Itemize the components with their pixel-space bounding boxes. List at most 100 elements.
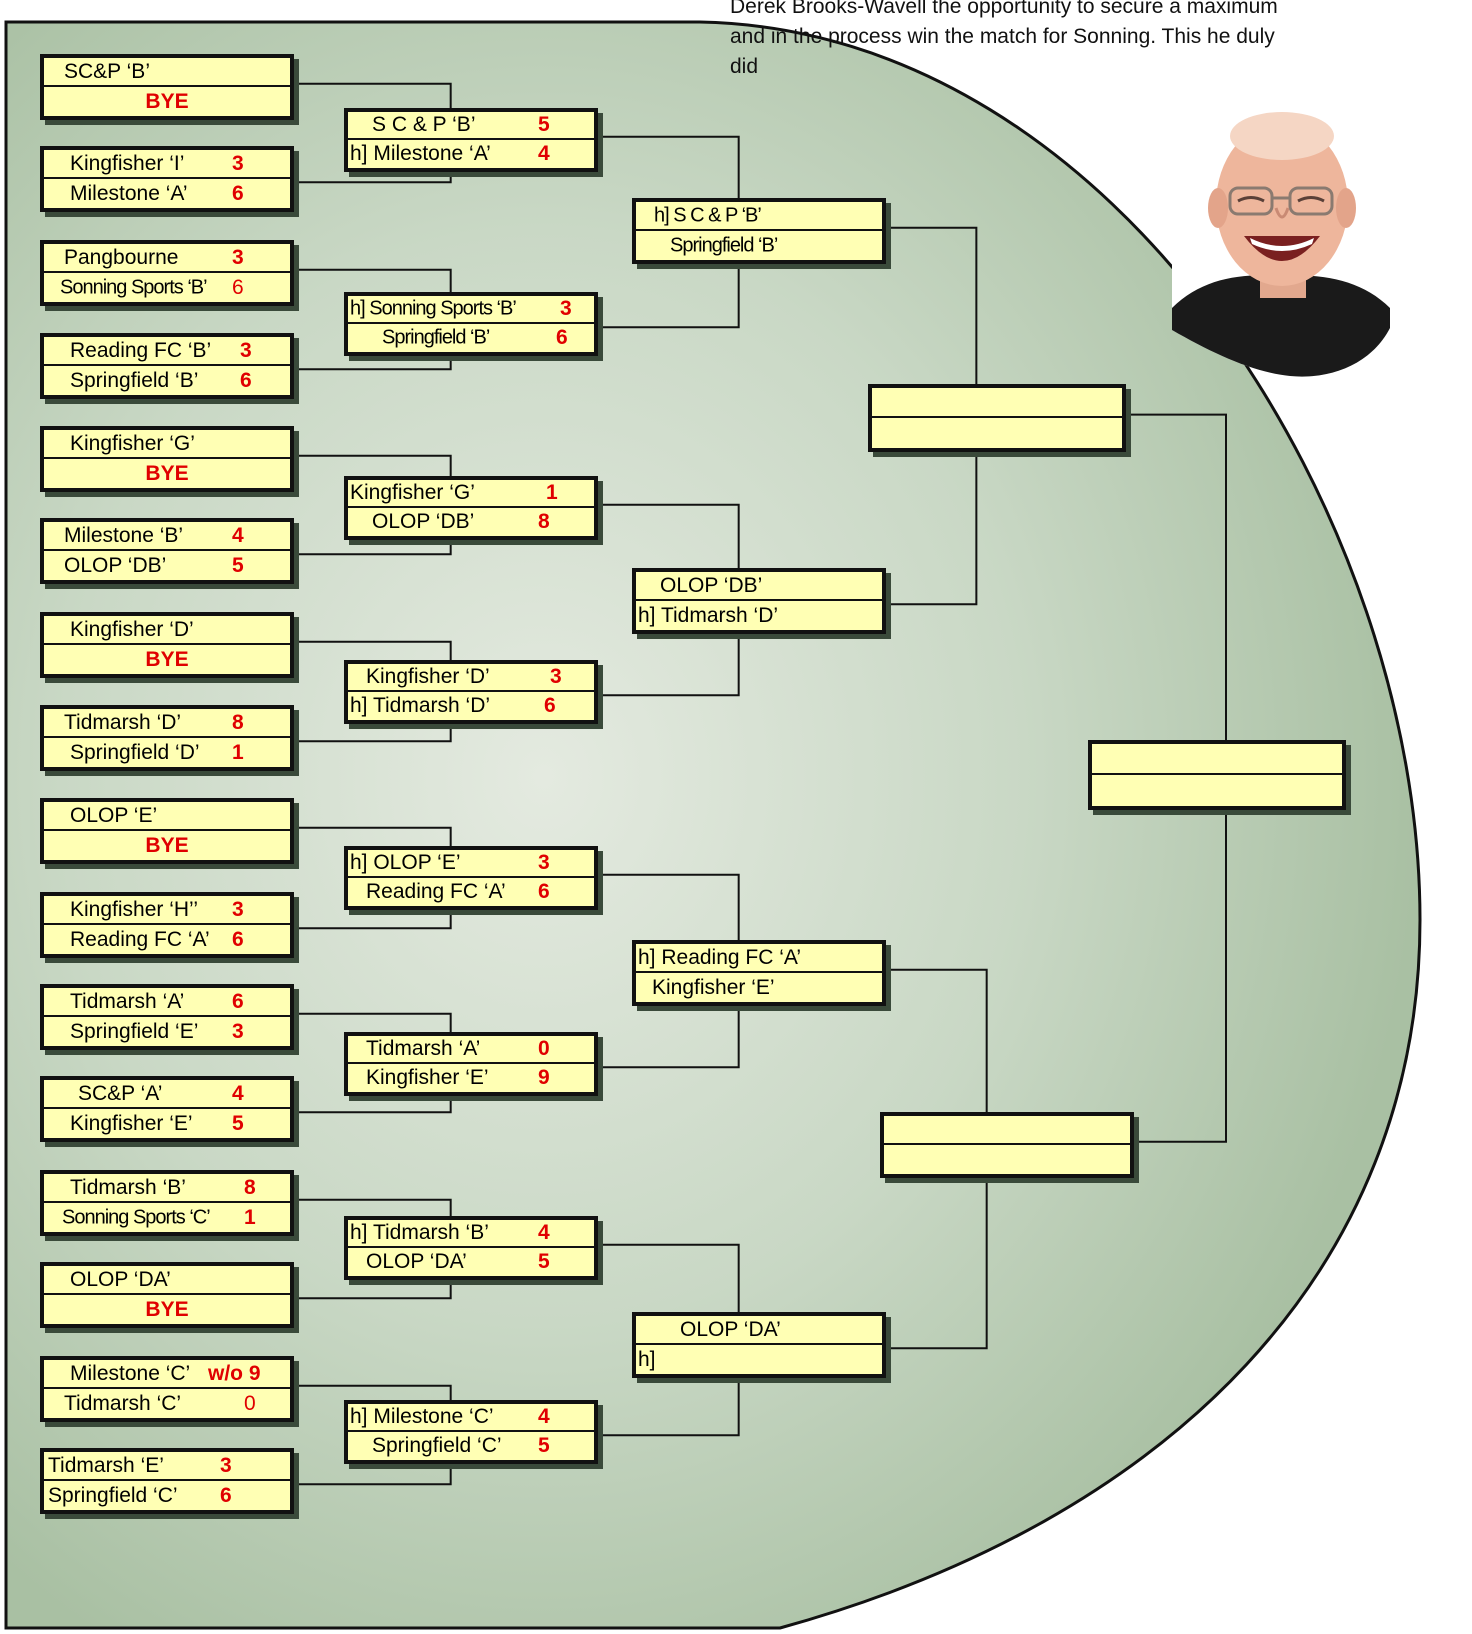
team-score: 6 bbox=[232, 181, 244, 205]
team-slot: Sonning Sports ‘C’ 1 bbox=[44, 1203, 290, 1232]
team-slot bbox=[884, 1116, 1130, 1145]
team-name: OLOP ‘DB’ bbox=[660, 573, 763, 597]
team-name: h] Tidmarsh ‘D’ bbox=[350, 694, 491, 717]
article-text: Derek Brooks-Wavell the opportunity to s… bbox=[730, 0, 1430, 82]
team-score: 6 bbox=[240, 368, 252, 392]
team-name: h] OLOP ‘E’ bbox=[350, 851, 461, 874]
connector-line bbox=[294, 724, 452, 743]
team-name: h] Milestone ‘C’ bbox=[350, 1405, 494, 1428]
team-name: Reading FC ‘B’ bbox=[70, 338, 212, 362]
team-name: h] Reading FC ‘A’ bbox=[638, 945, 802, 969]
team-slot: Springfield ‘B’6 bbox=[44, 366, 290, 395]
team-score: 3 bbox=[232, 245, 244, 269]
connector-line bbox=[294, 268, 452, 292]
team-score: 3 bbox=[550, 665, 562, 688]
team-name: h] bbox=[638, 1347, 656, 1371]
team-slot bbox=[1092, 775, 1342, 806]
team-score: 4 bbox=[232, 1081, 244, 1105]
bye-label: BYE bbox=[145, 89, 189, 113]
team-name: OLOP ‘DA’ bbox=[366, 1250, 467, 1273]
connector-line bbox=[294, 1096, 452, 1114]
round1-match: SC&P ‘B’BYE bbox=[40, 54, 294, 120]
team-name: Springfield ‘D’ bbox=[70, 740, 200, 764]
team-score: 3 bbox=[220, 1453, 232, 1477]
team-score: 0 bbox=[244, 1391, 256, 1415]
team-slot: Springfield ‘B’ bbox=[636, 231, 882, 260]
team-slot: BYE bbox=[44, 831, 290, 860]
team-score: 8 bbox=[538, 510, 550, 533]
team-name: Springfield ‘C’ bbox=[372, 1434, 502, 1457]
team-name: h] S C & P ‘B’ bbox=[654, 204, 762, 226]
team-name: OLOP ‘DB’ bbox=[64, 553, 167, 577]
team-slot: Reading FC ‘B’3 bbox=[44, 337, 290, 366]
team-name: Pangbourne bbox=[64, 245, 179, 269]
connector-line bbox=[294, 1012, 452, 1032]
connector-line bbox=[294, 1280, 452, 1300]
team-name: Kingfisher ‘D’ bbox=[70, 617, 194, 641]
connector-line bbox=[294, 1464, 452, 1486]
team-name: Kingfisher ‘E’ bbox=[70, 1111, 193, 1135]
team-slot: OLOP ‘DB’ bbox=[636, 572, 882, 601]
team-name: Kingfisher ‘H’’ bbox=[70, 897, 198, 921]
team-slot: OLOP ‘DB’5 bbox=[44, 551, 290, 580]
team-score: 3 bbox=[232, 897, 244, 921]
bye-label: BYE bbox=[145, 833, 189, 857]
team-slot: Springfield ‘C’5 bbox=[348, 1432, 594, 1460]
team-name: Springfield ‘E’ bbox=[70, 1019, 199, 1043]
team-score: 6 bbox=[232, 927, 244, 951]
team-slot: Kingfisher ‘I’ 3 bbox=[44, 150, 290, 179]
team-slot: Kingfisher ‘G’ bbox=[44, 430, 290, 459]
team-score: 1 bbox=[244, 1205, 256, 1229]
team-slot: Kingfisher ‘D’ bbox=[44, 616, 290, 645]
team-slot: h] S C & P ‘B’ bbox=[636, 202, 882, 231]
team-name: OLOP ‘E’ bbox=[70, 803, 158, 827]
connector-line bbox=[294, 910, 452, 930]
team-slot: OLOP ‘DA’5 bbox=[348, 1248, 594, 1276]
team-name: h] Tidmarsh ‘D’ bbox=[638, 603, 779, 627]
team-slot: BYE bbox=[44, 87, 290, 116]
player-photo bbox=[1172, 108, 1390, 377]
team-name: Sonning Sports ‘B’ bbox=[60, 276, 208, 298]
connector-line bbox=[294, 540, 452, 556]
team-slot: Kingfisher ‘G’1 bbox=[348, 480, 594, 508]
team-slot: OLOP ‘DA’ bbox=[44, 1266, 290, 1295]
team-name: SC&P ‘A’ bbox=[78, 1081, 163, 1105]
team-slot: SC&P ‘B’ bbox=[44, 58, 290, 87]
team-score: 3 bbox=[538, 851, 550, 874]
connector-line bbox=[598, 873, 740, 940]
team-name: Kingfisher ‘G’ bbox=[70, 431, 195, 455]
team-score: 8 bbox=[232, 710, 244, 734]
team-slot: BYE bbox=[44, 1295, 290, 1324]
bracket-connector-lines bbox=[294, 82, 1227, 1486]
team-name: Tidmarsh ‘E’ bbox=[48, 1453, 164, 1477]
team-score: 3 bbox=[232, 151, 244, 175]
team-name: Reading FC ‘A’ bbox=[366, 880, 506, 903]
team-slot: Milestone ‘B’4 bbox=[44, 522, 290, 551]
team-slot: Milestone ‘C’w/o 9 bbox=[44, 1360, 290, 1389]
team-slot: Milestone ‘A’6 bbox=[44, 179, 290, 208]
team-name: Sonning Sports ‘C’ bbox=[62, 1206, 211, 1228]
team-slot: Kingfisher ‘E’ 5 bbox=[44, 1109, 290, 1138]
team-score: 5 bbox=[232, 1111, 244, 1135]
team-slot: Tidmarsh ‘A’6 bbox=[44, 988, 290, 1017]
connector-line bbox=[886, 452, 978, 606]
article-line: and in the process win the match for Son… bbox=[730, 25, 1275, 48]
connector-line bbox=[598, 1378, 740, 1437]
team-slot: Springfield ‘E’3 bbox=[44, 1017, 290, 1046]
connector-line bbox=[598, 264, 740, 329]
team-name: Springfield ‘B’ bbox=[670, 234, 778, 256]
team-name: Kingfisher ‘I’ bbox=[70, 151, 185, 175]
bye-label: BYE bbox=[145, 1297, 189, 1321]
